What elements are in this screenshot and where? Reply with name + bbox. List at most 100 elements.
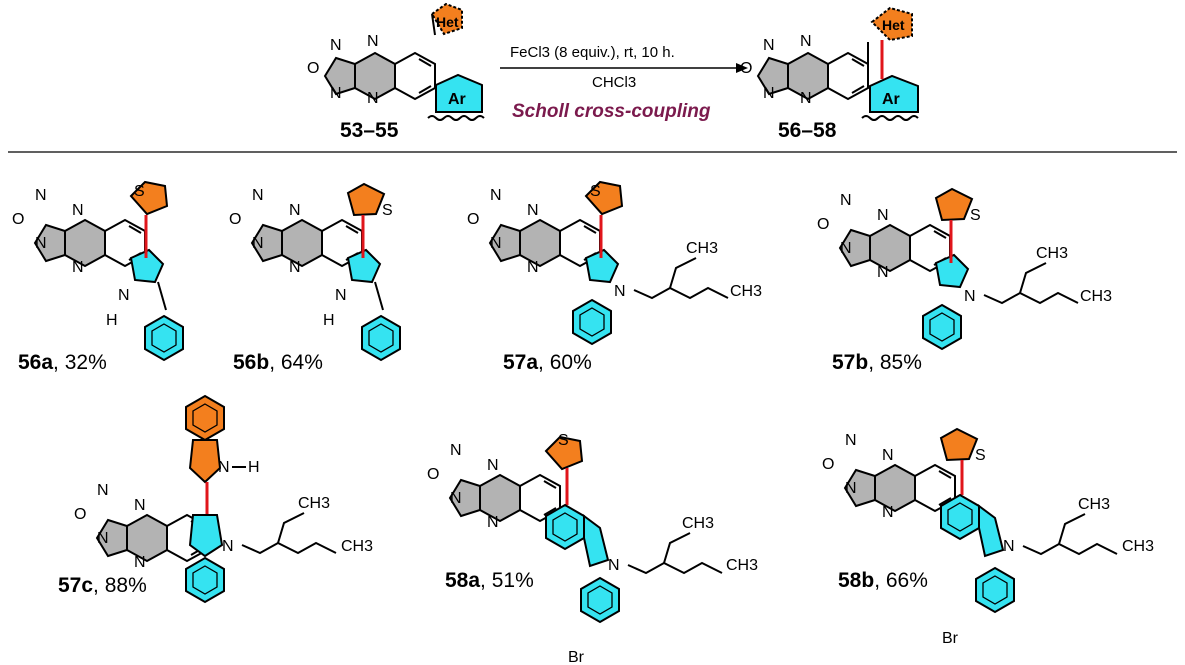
atom-h: H (248, 459, 260, 476)
atom-n: N (882, 504, 894, 521)
atom-s: S (382, 202, 393, 219)
compound-57b-label: 57b, 85% (832, 351, 922, 374)
atom-n: N (614, 283, 626, 300)
compound-56a-structure: S N H O N N N N (12, 181, 184, 361)
atom-o: O (12, 211, 24, 228)
atom-n: N (490, 187, 502, 204)
atom-ch3: CH3 (686, 240, 718, 257)
atom-n: N (840, 192, 852, 209)
atom-n: N (134, 497, 146, 514)
atom-ch3: CH3 (298, 495, 330, 512)
atom-n: N (289, 202, 301, 219)
atom-ch3: CH3 (1036, 245, 1068, 262)
compound-57c-structure: N H N CH3 CH3 O N N N N (74, 395, 373, 603)
atom-n: N (800, 33, 812, 50)
compound-58a-structure: S N Br CH3 CH3 O N N N N (427, 432, 758, 665)
conditions-line1: FeCl3 (8 equiv.), rt, 10 h. (510, 44, 675, 61)
atom-n: N (97, 530, 109, 547)
atom-n: N (72, 259, 84, 276)
atom-o: O (427, 466, 439, 483)
atom-n: N (1003, 538, 1015, 555)
atom-n: N (845, 480, 857, 497)
atom-n: N (487, 457, 499, 474)
atom-h: H (106, 312, 118, 329)
atom-nh: N (335, 287, 347, 304)
atom-s: S (134, 183, 145, 200)
atom-n: N (450, 490, 462, 507)
atom-n: N (800, 90, 812, 107)
reaction-name: Scholl cross-coupling (512, 101, 711, 122)
atom-n: N (490, 235, 502, 252)
ar-label: Ar (448, 91, 466, 108)
atom-n: N (289, 259, 301, 276)
atom-s: S (590, 183, 601, 200)
atom-n: N (222, 538, 234, 555)
product-structure: Het Ar O N N N N (740, 6, 919, 121)
atom-n: N (72, 202, 84, 219)
atom-n: N (134, 554, 146, 571)
atom-n: N (527, 202, 539, 219)
compound-57c-label: 57c, 88% (58, 574, 147, 597)
atom-ch3: CH3 (682, 515, 714, 532)
atom-o: O (307, 60, 319, 77)
atom-n: N (330, 37, 342, 54)
compound-57a-label: 57a, 60% (503, 351, 592, 374)
atom-n: N (487, 514, 499, 531)
compound-58a-label: 58a, 51% (445, 569, 534, 592)
het-label: Het (882, 17, 905, 33)
atom-ch3: CH3 (341, 538, 373, 555)
atom-n: N (367, 33, 379, 50)
reaction-arrow (500, 63, 748, 73)
compound-58b-label: 58b, 66% (838, 569, 928, 592)
atom-o: O (467, 211, 479, 228)
atom-n: N (763, 85, 775, 102)
atom-n: N (608, 557, 620, 574)
atom-ch3: CH3 (730, 283, 762, 300)
atom-n: N (367, 90, 379, 107)
atom-ch3: CH3 (1078, 496, 1110, 513)
atom-s: S (558, 432, 569, 449)
atom-n: N (527, 259, 539, 276)
atom-ch3: CH3 (1080, 288, 1112, 305)
atom-n: N (877, 264, 889, 281)
product-label: 56–58 (778, 119, 837, 142)
atom-o: O (817, 216, 829, 233)
atom-n: N (450, 442, 462, 459)
atom-nh: N (218, 459, 230, 476)
het-label: Het (436, 14, 459, 30)
atom-n: N (330, 85, 342, 102)
atom-o: O (229, 211, 241, 228)
atom-ch3: CH3 (1122, 538, 1154, 555)
atom-o: O (74, 506, 86, 523)
atom-n: N (964, 288, 976, 305)
atom-n: N (882, 447, 894, 464)
reactant-label: 53–55 (340, 119, 399, 142)
compound-57b-structure: S N CH3 CH3 O N N N N (817, 187, 1112, 350)
compound-56b-structure: S N H O N N N N (229, 182, 401, 361)
atom-s: S (970, 207, 981, 224)
atom-o: O (822, 456, 834, 473)
atom-n: N (845, 432, 857, 449)
atom-br: Br (942, 630, 959, 647)
atom-ch3: CH3 (726, 557, 758, 574)
atom-nh: N (118, 287, 130, 304)
compound-57a-structure: S N CH3 CH3 O N N N N (467, 181, 762, 345)
atom-n: N (252, 235, 264, 252)
atom-n: N (252, 187, 264, 204)
compound-56a-label: 56a, 32% (18, 351, 107, 374)
conditions-line2: CHCl3 (592, 74, 636, 91)
atom-o: O (740, 60, 752, 77)
atom-h: H (323, 312, 335, 329)
atom-n: N (35, 235, 47, 252)
compound-58b-structure: S N Br CH3 CH3 O N N N N (822, 427, 1154, 647)
compound-56b-label: 56b, 64% (233, 351, 323, 374)
atom-n: N (840, 240, 852, 257)
atom-br: Br (568, 649, 585, 665)
atom-n: N (877, 207, 889, 224)
atom-n: N (763, 37, 775, 54)
reactant-structure: Het Ar O N N N N (307, 2, 485, 121)
atom-n: N (35, 187, 47, 204)
atom-n: N (97, 482, 109, 499)
atom-s: S (975, 447, 986, 464)
